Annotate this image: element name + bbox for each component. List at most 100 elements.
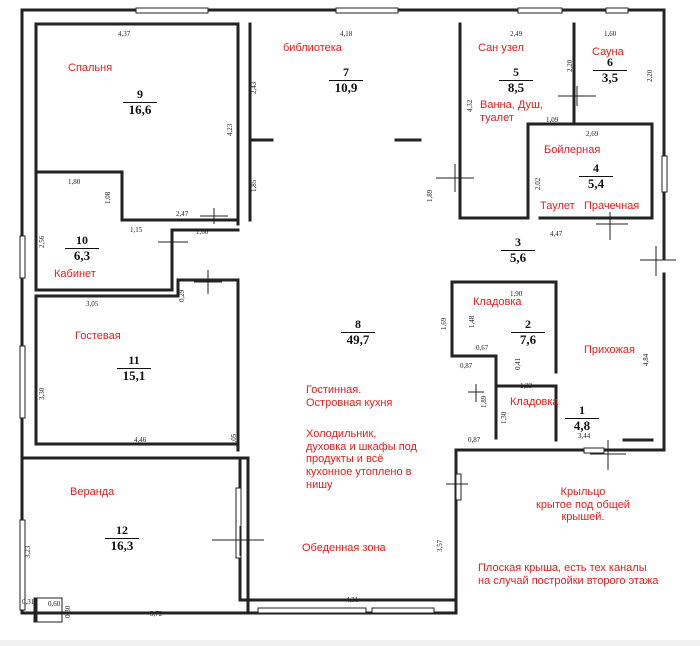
dimension-label: 0,31 [22,598,35,606]
dimension-label: 1,60 [196,228,209,236]
dimension-label: 2,56 [38,235,46,248]
dimension-label: 2,69 [586,130,599,138]
dimension-label: 1,60 [604,30,617,38]
window [661,155,668,193]
dimension-label: 1,15 [130,226,143,234]
dimension-label: 2,02 [534,177,542,190]
window [517,7,563,14]
room-name-veranda: Веранда [70,486,115,498]
wall-office-bottom [34,278,240,452]
dimension-label: 0,67 [476,344,489,352]
dimension-label: 0,60 [48,600,61,608]
dimension-label: 4,84 [642,353,650,366]
room-name-office: Кабинет [54,268,96,280]
dimension-label: 3,57 [436,539,444,552]
dimension-label: 4,32 [466,99,474,112]
dimension-label: 1,85 [250,179,258,192]
wall-bedroom-bottom [34,170,240,222]
dimension-label: 1,30 [500,411,508,424]
dimension-label: 0,29 [178,289,186,302]
dimension-label: 2,20 [646,69,654,82]
dimension-label: 0,41 [514,357,522,370]
dimension-label: 0,30 [64,605,72,618]
window [257,607,367,614]
dimension-label: 3,05 [86,300,99,308]
room-name-bathroom: Сан узел [478,42,524,54]
dimension-label: 4,23 [226,123,234,136]
dimension-label: 1,80 [68,178,81,186]
room-name-library: библиотека [283,42,342,54]
room-name-sauna: Сауна [592,46,624,58]
dimension-label: 0,87 [468,436,481,444]
room-note-bathroom: Ванна, Душ, туалет [480,99,543,124]
room-name-guest: Гостевая [75,330,121,342]
wall-entry [494,384,654,442]
dimension-label: 2,20 [566,59,574,72]
window [135,7,209,14]
room-name-bedroom: Спальня [68,62,113,74]
window [455,473,462,501]
dimension-label: 1,09 [546,116,559,124]
window [605,7,629,14]
window [583,447,605,454]
dimension-label: 1,89 [426,189,434,202]
dimension-label: 1,89 [480,395,488,408]
dimension-label: 3,72 [150,610,163,618]
dimension-label: 0,87 [460,362,473,370]
dimension-label: 2,43 [250,81,258,94]
dimension-label: 3,44 [578,432,591,440]
dimension-label: 1,48 [468,315,476,328]
dimension-label: 4,47 [550,230,563,238]
room-name-living: Гостинная. Островная кухня [306,384,393,409]
wall-storage [450,280,558,440]
room-note-laundry: Прачечная [584,200,640,212]
dimension-label: 4,31 [346,596,359,604]
dimension-label: 7,05 [230,433,238,446]
wall-guest [34,294,240,446]
room-name-boiler: Бойлерная [544,144,601,156]
window [19,235,26,279]
dimension-label: 1,90 [510,290,523,298]
dimension-label: 4,18 [340,30,353,38]
dimension-label: 2,49 [510,30,523,38]
wall-divider [234,456,250,614]
room-name-storage-1: Кладовка [473,296,522,308]
window [19,519,26,611]
window [371,607,435,614]
wall-bedroom [34,22,240,292]
room-name-storage-2: Кладовка [510,396,559,408]
window [19,345,26,419]
room-note-hallway: Прихожая [584,344,635,356]
dimension-label: 3,23 [24,545,32,558]
dimension-label: 2,47 [176,210,189,218]
room-note-kitchen: Холодильник, духовка и шкафы под продукт… [306,428,417,491]
bottom-toolbar-strip [0,640,700,646]
dimension-label: 4,46 [134,436,147,444]
roof-annotation: Плоская крыша, есть тех каналы на случай… [478,562,659,587]
dimension-label: 3,30 [38,387,46,400]
dimension-label: 1,69 [440,317,448,330]
porch-annotation: Крыльцо крытое под общей крышей. [536,486,630,524]
room-note-dining: Обеденная зона [302,542,386,554]
dimension-label: 1,08 [104,191,112,204]
window [235,487,242,559]
wall-bath [458,22,530,220]
dimension-label: 1,33 [520,382,533,390]
dimension-label: 4,37 [118,30,131,38]
room-note-toilet: Таулет [540,200,575,212]
window [335,7,399,14]
wall-boiler [526,122,654,220]
